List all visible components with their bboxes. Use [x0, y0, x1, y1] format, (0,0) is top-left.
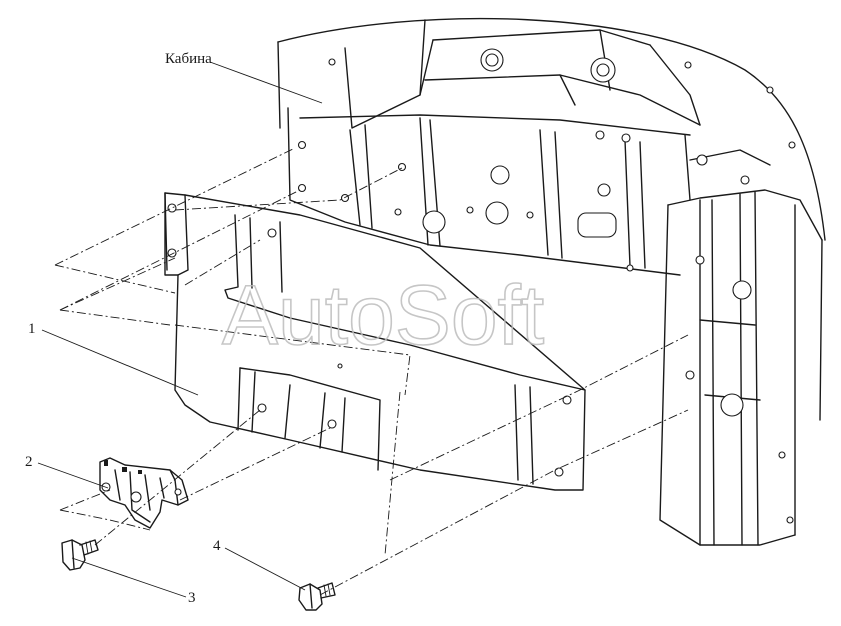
bolt-part-4	[298, 582, 336, 611]
label-item-2: 2	[25, 454, 33, 470]
label-item-4: 4	[213, 538, 221, 554]
label-cab: Кабина	[165, 51, 212, 67]
label-item-3: 3	[188, 590, 196, 606]
label-item-1: 1	[28, 321, 36, 337]
watermark-text: AutoSoft	[222, 268, 544, 362]
sensor-part-2	[99, 457, 189, 529]
bolt-part-3	[61, 539, 99, 571]
assembly-lines	[54, 147, 689, 596]
callouts: Кабина 1 2 3 4	[25, 51, 323, 606]
